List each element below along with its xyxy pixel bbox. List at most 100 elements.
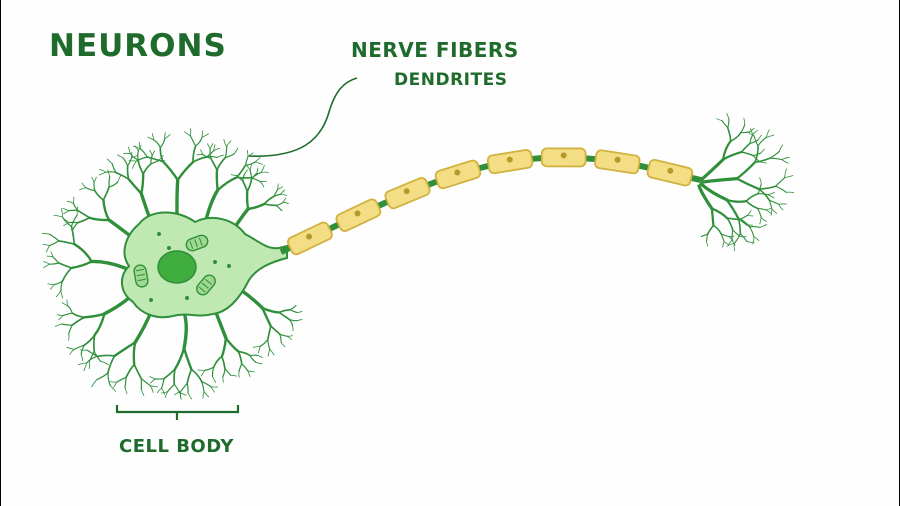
dendrite-branch — [257, 345, 261, 354]
dendrite-branch — [200, 149, 204, 156]
dendrite-branch — [161, 387, 165, 395]
myelin-segment — [434, 159, 482, 190]
dendrite-branch — [151, 150, 156, 156]
dendrite-branch — [246, 149, 249, 157]
dendrite-branch — [72, 202, 79, 212]
dendrite-branch — [140, 378, 151, 387]
dendrite-branch — [237, 350, 251, 357]
dendrite-branch — [768, 199, 780, 205]
dendrite-branch — [725, 198, 740, 220]
dendrite-branch — [257, 354, 263, 359]
dendrite-branch — [133, 310, 153, 344]
dendrite-branch — [278, 308, 292, 314]
dendrite-branch — [241, 179, 249, 192]
dendrite-branch — [98, 171, 107, 176]
dendrite-branch — [56, 314, 64, 316]
dendrite-branch — [117, 154, 124, 159]
dendrite-branch — [151, 133, 155, 141]
dendrite-branch — [210, 386, 219, 388]
dendrite-branch — [278, 311, 290, 320]
dendrite-branch — [163, 368, 176, 380]
dendrite-branch — [173, 383, 181, 394]
dendrite-branch — [740, 123, 746, 134]
dendrite-branch — [765, 134, 775, 138]
dendrite-branch — [107, 355, 116, 374]
dendrite-branch — [117, 174, 122, 183]
dendrite-branch — [93, 189, 105, 201]
dendrite-branch — [66, 346, 75, 350]
dendrite-branch — [241, 363, 249, 372]
dendrite-branch — [139, 148, 148, 158]
dendrite-branch — [759, 224, 768, 228]
dendrite-branch — [102, 294, 133, 316]
dendrite-branch — [781, 159, 789, 164]
myelin-segment — [646, 158, 694, 187]
dendrite-branch — [131, 160, 137, 169]
dendrite-branch — [201, 381, 205, 393]
dendrite-branch — [282, 197, 287, 203]
cell-body-bracket — [115, 405, 240, 420]
mitochondrion — [133, 264, 149, 288]
dendrite-branch — [52, 256, 60, 264]
dendrite-branch — [296, 318, 303, 322]
dendrite-branch — [113, 341, 137, 358]
dendrite-branch — [740, 142, 751, 153]
dendrite-branch — [712, 224, 723, 235]
dendrite-branch — [195, 136, 203, 147]
dendrite-branch — [43, 261, 50, 265]
dendrite-branch — [149, 385, 159, 388]
dendrite-branch — [280, 193, 288, 197]
dendrite-branch — [83, 334, 96, 347]
dendrite-branch — [216, 156, 227, 171]
dendrite-branch — [239, 288, 265, 310]
dendrite-branch — [757, 193, 769, 196]
dendrite-branch — [259, 338, 269, 347]
dendrite-branch — [62, 207, 70, 212]
dendrite-branch — [43, 263, 50, 269]
dendrite-branch — [96, 372, 109, 381]
dendrite-branch — [70, 260, 93, 270]
dendrite-branch — [149, 378, 156, 384]
dendrite-branch — [72, 222, 79, 230]
dendrite-branch — [125, 363, 136, 379]
dendrite-branch — [135, 156, 148, 162]
cell-body-dendrites — [41, 128, 303, 400]
dendrite-branch — [73, 243, 93, 263]
dendrite-branch — [54, 323, 63, 327]
dendrite-branch — [266, 325, 272, 341]
dendrite-branch — [53, 215, 64, 218]
dendrite-branch — [756, 207, 762, 219]
dendrite-branch — [749, 226, 761, 228]
dendrite-branch — [710, 207, 729, 220]
dendrite-branch — [740, 131, 751, 134]
dendrite-branch — [66, 305, 73, 314]
label-nerve-fibers: Nerve Fibers — [351, 38, 519, 62]
dendrite-branch — [710, 207, 715, 227]
dendrite-branch — [224, 146, 228, 159]
dendrite-branch — [247, 370, 255, 373]
dendrite-branch — [765, 207, 772, 211]
dendrite-branch — [215, 168, 219, 192]
dendrite-branch — [89, 259, 127, 270]
dendrite-branch — [107, 169, 111, 177]
dendrite-branch — [267, 348, 271, 357]
dendrite-branch — [716, 118, 723, 122]
dendrite-branch — [124, 386, 128, 395]
dendrite-branch — [769, 150, 780, 159]
dendrite-branch — [727, 118, 730, 129]
dendrite-branch — [80, 353, 84, 362]
dendrite-branch — [747, 210, 752, 216]
dendrite-branch — [128, 160, 137, 162]
dendrite-branch — [700, 233, 709, 238]
dendrite-branch — [256, 167, 259, 174]
dendrite-branch — [739, 219, 748, 226]
dendrite-branch — [739, 214, 748, 221]
dendrite-branch — [106, 158, 113, 165]
dendrite-branch — [224, 153, 235, 159]
dendrite-branch — [93, 312, 106, 337]
dendrite-branch — [286, 335, 293, 337]
dendrite-branch — [164, 132, 166, 140]
dendrite-branch — [83, 312, 106, 319]
dendrite-branch — [286, 335, 292, 340]
dendrite-branch — [204, 366, 215, 371]
